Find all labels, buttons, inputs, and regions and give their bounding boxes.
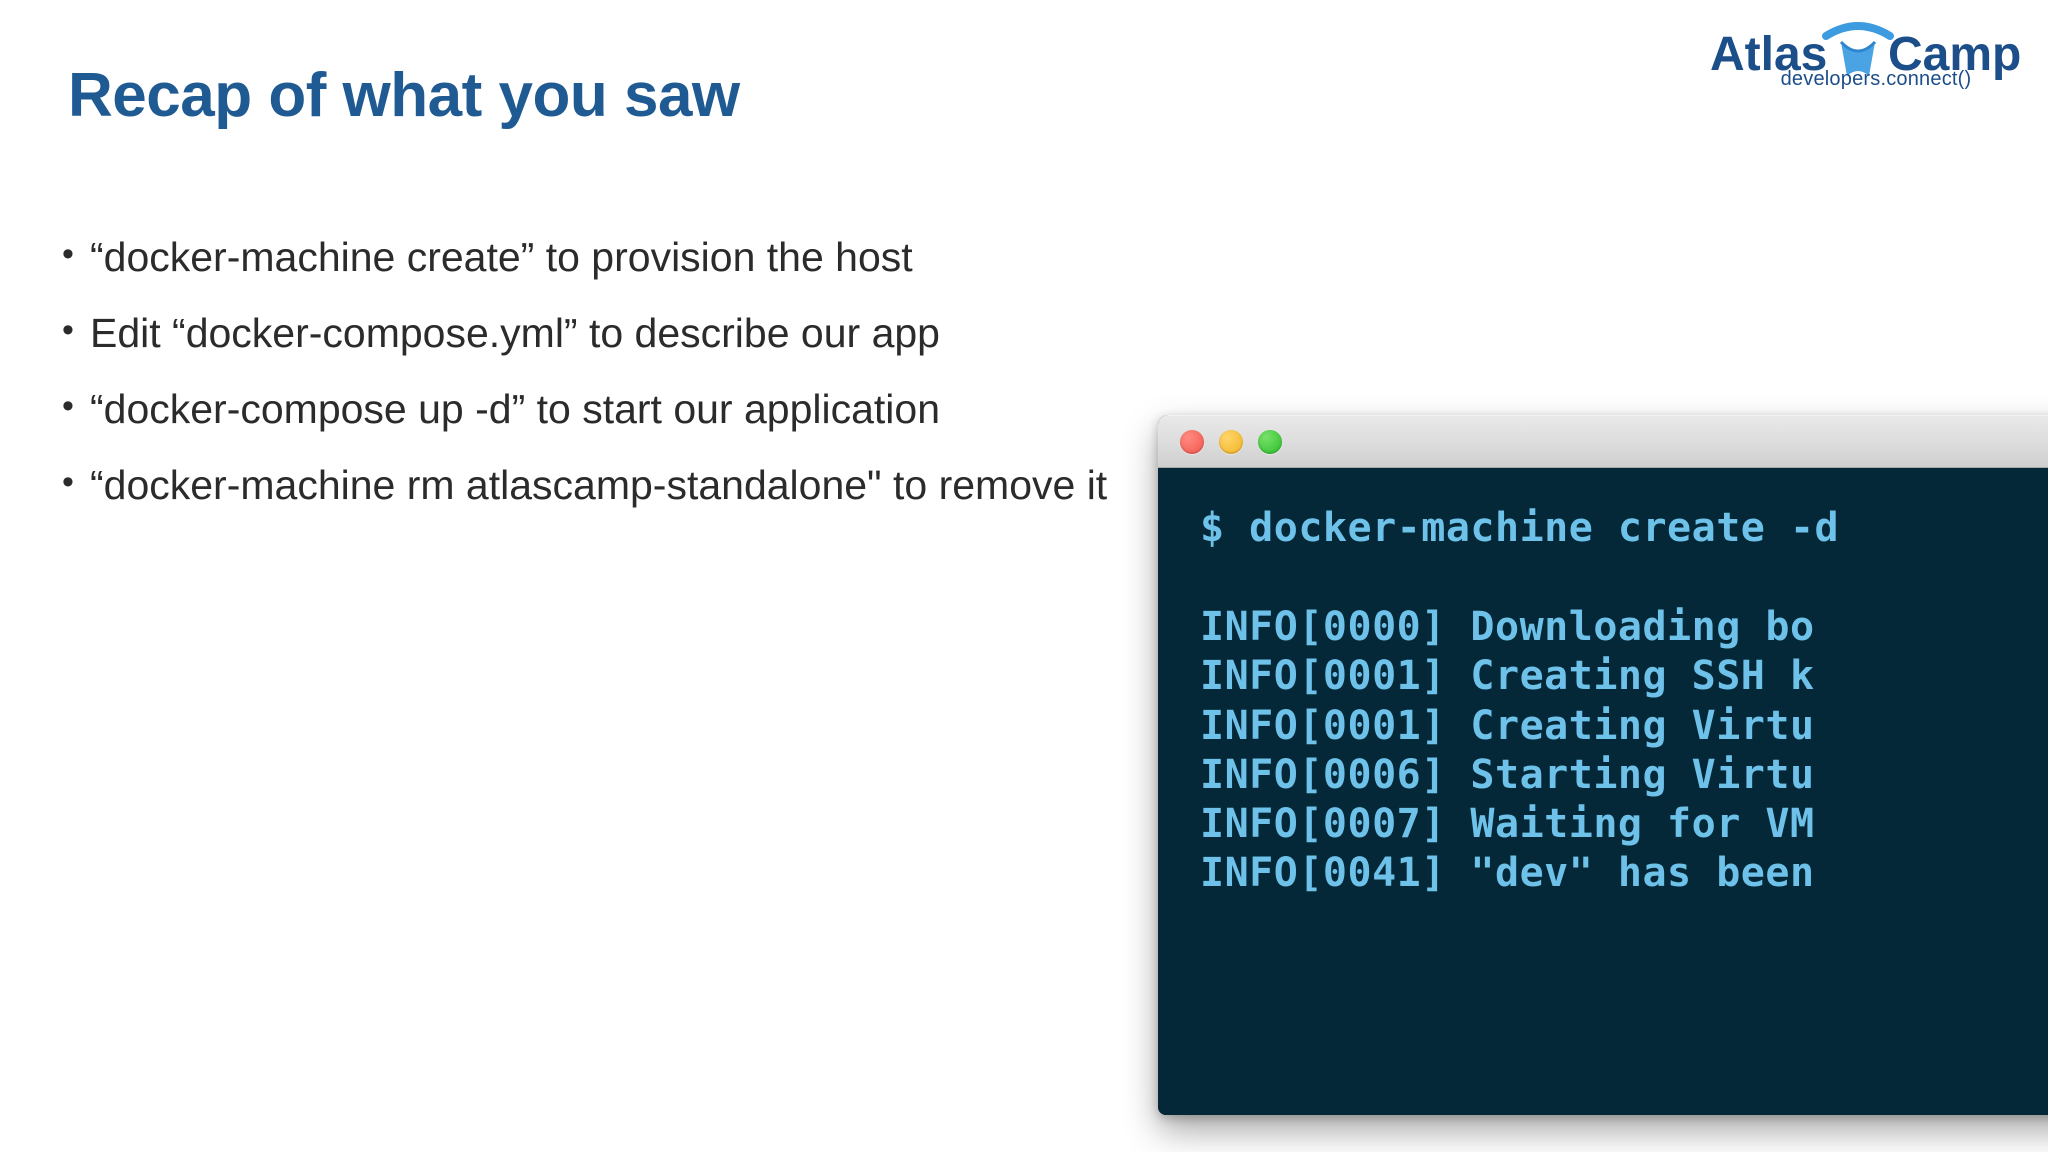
close-button-icon[interactable] <box>1180 429 1204 454</box>
terminal-log-line: INFO[0041] "dev" has been <box>1200 850 1815 897</box>
list-item-text: “docker-compose up -d” to start our appl… <box>90 386 941 433</box>
list-item: • Edit “docker-compose.yml” to describe … <box>62 308 1142 358</box>
page-title: Recap of what you saw <box>68 61 740 130</box>
terminal-log-line: INFO[0001] Creating Virtu <box>1200 702 1815 749</box>
list-item-text: “docker-machine rm atlascamp-standalone"… <box>90 462 1108 509</box>
terminal-log-line: INFO[0007] Waiting for VM <box>1200 800 1815 847</box>
list-item-text: “docker-machine create” to provision the… <box>90 234 913 280</box>
bullet-marker-icon: • <box>62 311 74 350</box>
atlascamp-logo-icon: Atlas Camp <box>1710 22 2021 81</box>
atlascamp-logo: Atlas Camp <box>1708 18 2028 114</box>
terminal-log-line: INFO[0006] Starting Virtu <box>1200 751 1815 798</box>
svg-text:Camp: Camp <box>1888 28 2021 81</box>
list-item: • “docker-machine create” to provision t… <box>62 232 1142 282</box>
terminal-prompt-line: $ docker-machine create -d <box>1200 505 1840 551</box>
terminal-window: $ docker-machine create -d INFO[0000] Do… <box>1158 415 2048 1115</box>
zoom-button-icon[interactable] <box>1258 429 1282 454</box>
list-item: • “docker-compose up -d” to start our ap… <box>62 384 1142 434</box>
terminal-log-line: INFO[0001] Creating SSH k <box>1200 653 1815 700</box>
bullet-list: • “docker-machine create” to provision t… <box>62 232 1142 536</box>
bullet-marker-icon: • <box>62 235 74 273</box>
terminal-log-line: INFO[0000] Downloading bo <box>1200 604 1815 651</box>
svg-text:Atlas: Atlas <box>1710 28 1827 81</box>
list-item: • “docker-machine rm atlascamp-standalon… <box>62 460 1142 510</box>
terminal-titlebar <box>1158 415 2048 468</box>
minimize-button-icon[interactable] <box>1219 429 1243 454</box>
bullet-marker-icon: • <box>62 387 74 426</box>
bullet-marker-icon: • <box>62 463 74 502</box>
list-item-text: Edit “docker-compose.yml” to describe ou… <box>90 310 940 357</box>
logo-tagline: developers.connect() <box>1780 68 1972 90</box>
terminal-output: $ docker-machine create -d INFO[0000] Do… <box>1158 468 2048 1115</box>
